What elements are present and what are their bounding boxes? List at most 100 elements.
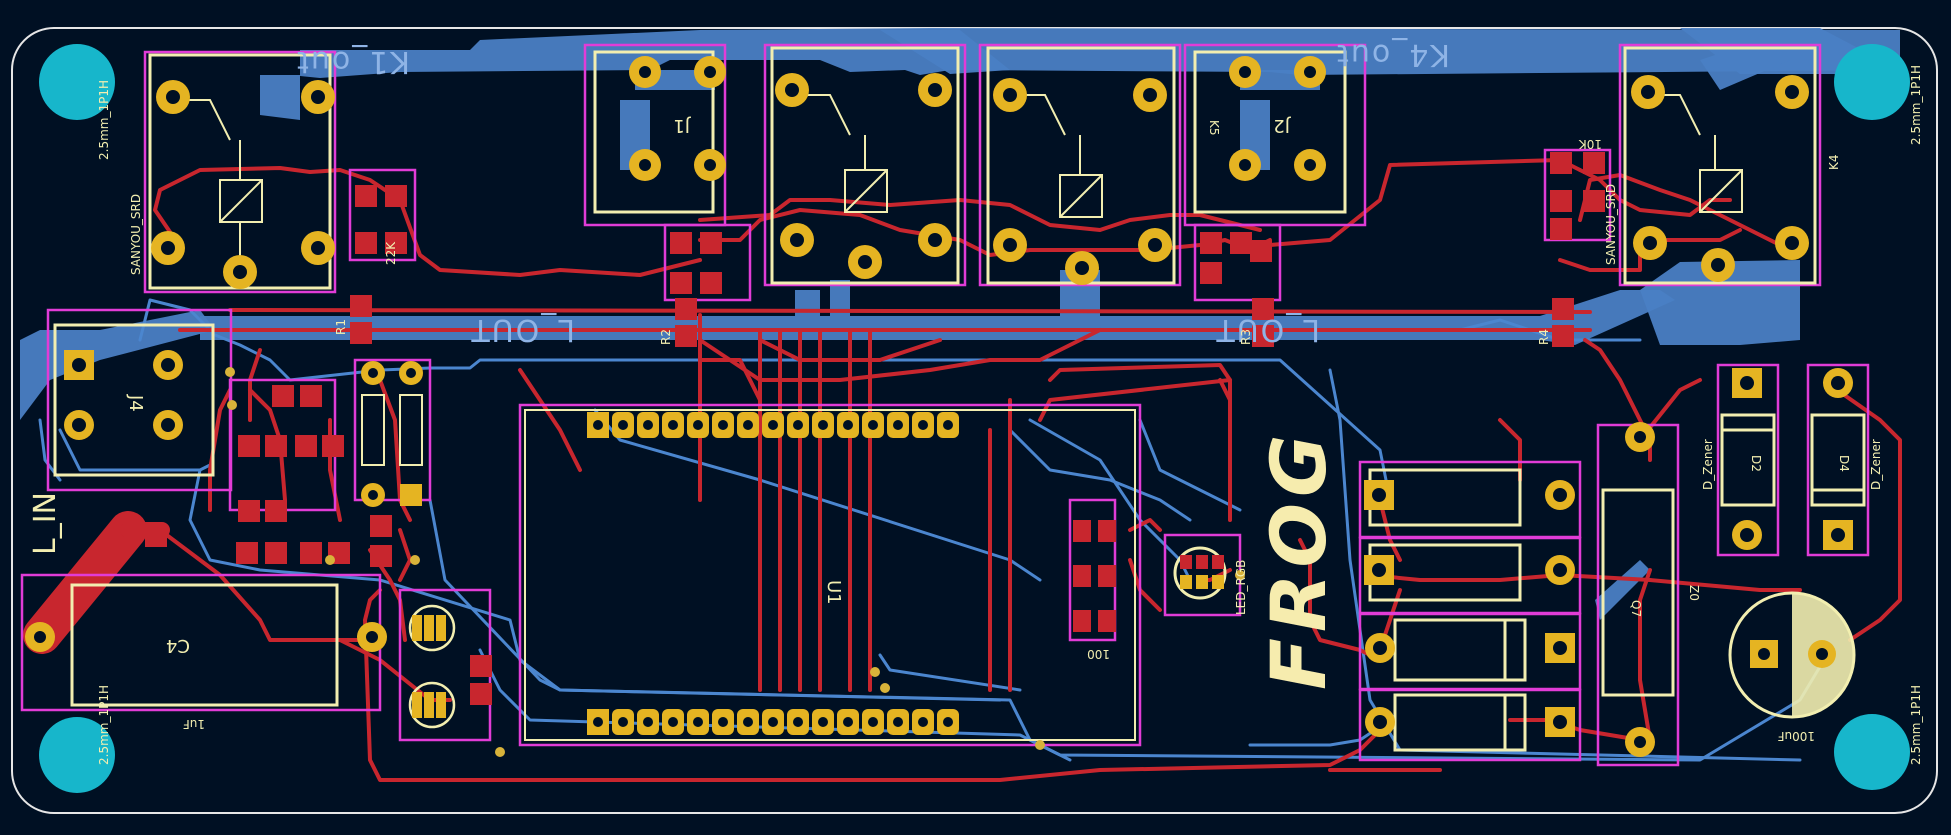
- courtyard-relay-3: [978, 43, 1182, 287]
- u1-top-pin-hole-15: [943, 420, 953, 430]
- mh-note-tl: 2.5mm_1P1H: [97, 80, 111, 160]
- courtyard-zener1: [1716, 363, 1780, 557]
- u1-bottom-pin-hole-8: [768, 717, 778, 727]
- u1-bottom-pin-hole-15: [943, 717, 953, 727]
- label-d4: D4: [1837, 455, 1851, 472]
- u1-top-pin-hole-4: [668, 420, 678, 430]
- u1-top-pin-hole-11: [843, 420, 853, 430]
- label-q7: Q7: [1629, 600, 1643, 617]
- u1-top-pin-hole-10: [818, 420, 828, 430]
- back-copper-layer: [20, 28, 1900, 620]
- label-c4: C4: [166, 635, 190, 656]
- label-cap2-value: 100uF: [1777, 729, 1815, 743]
- u1-outline: [524, 409, 1136, 741]
- d-lower2-body: [1393, 693, 1527, 752]
- frog-logo: FROG: [1254, 429, 1343, 690]
- courtyard-u1: [518, 403, 1142, 747]
- zener2-body: [1810, 413, 1866, 507]
- courtyard-small-r-far: [1543, 148, 1612, 242]
- label-r3: R3: [1239, 329, 1253, 345]
- label-r2: R2: [659, 329, 673, 345]
- board-outline: [11, 27, 1938, 814]
- courtyard-d-lower2: [1358, 688, 1582, 762]
- courtyard-zener2: [1806, 363, 1870, 557]
- mounting-holes: [39, 44, 1910, 793]
- label-relay-tr: SANYOU_SRD: [1604, 184, 1618, 265]
- label-100: 100: [1087, 647, 1110, 661]
- u1-bottom-pin-hole-2: [618, 717, 628, 727]
- label-zener1: D_Zener: [1701, 439, 1715, 490]
- mounting-hole-top-left: [39, 44, 115, 120]
- label-10k: 10K: [1578, 137, 1602, 151]
- led-outline: [1173, 546, 1227, 600]
- u1-top-pin-hole-14: [918, 420, 928, 430]
- u1-top-pin-hole-6: [718, 420, 728, 430]
- label-zener2: D_Zener: [1869, 439, 1883, 490]
- mounting-hole-bottom-right: [1834, 714, 1910, 790]
- u1-bottom-pin-hole-3: [643, 717, 653, 727]
- u1-bottom-pin-hole-10: [818, 717, 828, 727]
- label-k4-out: K4_out: [1335, 37, 1450, 72]
- label-l-out-left: L_OUT: [469, 312, 575, 347]
- u1-top-pin-hole-13: [893, 420, 903, 430]
- u1-pin-row-top: [587, 412, 959, 438]
- u1-bottom-pin-hole-1: [593, 717, 603, 727]
- mh-note-tr: 2.5mm_1P1H: [1909, 65, 1923, 145]
- u1-top-pin-hole-9: [793, 420, 803, 430]
- label-r1: R1: [334, 319, 348, 335]
- courtyard-relay-2: [763, 43, 967, 287]
- label-k1-out: K1_out: [295, 44, 410, 79]
- courtyard-j1: [583, 43, 727, 227]
- vias: [225, 367, 1245, 757]
- mh-note-br: 2.5mm_1P1H: [1909, 685, 1923, 765]
- c4-outline: [70, 583, 339, 707]
- courtyard-small-r-mid: [663, 223, 752, 302]
- u1-bottom-pin-hole-9: [793, 717, 803, 727]
- u1-top-pin-hole-5: [693, 420, 703, 430]
- u1-bottom-pin-hole-12: [868, 717, 878, 727]
- front-copper-traces: [153, 158, 1902, 782]
- courtyard-relay-1: [143, 50, 337, 294]
- courtyard-small-r-left: [348, 168, 417, 262]
- through-hole-pads: [25, 56, 1853, 757]
- smd-pads: [145, 152, 1605, 705]
- u1-bottom-pin-hole-11: [843, 717, 853, 727]
- mh-note-bl: 2.5mm_1P1H: [97, 685, 111, 765]
- j2-outline: [1193, 50, 1347, 214]
- label-l-out-right: L_OUT: [1214, 312, 1320, 347]
- relay-4-outline: [1623, 46, 1817, 285]
- label-d2: D2: [1749, 455, 1763, 472]
- label-relay-tl: SANYOU_SRD: [129, 194, 143, 275]
- courtyards: [20, 43, 1870, 767]
- u1-bottom-pin-hole-4: [668, 717, 678, 727]
- label-22k: 22K: [384, 241, 398, 265]
- label-l-in: L_IN: [28, 492, 63, 555]
- mounting-hole-top-right: [1834, 44, 1910, 120]
- labels: K1_out K4_out L_OUT L_OUT L_IN FROG 2.5m…: [28, 37, 1923, 765]
- u1-bottom-pin-hole-7: [743, 717, 753, 727]
- courtyard-resistors-vert: [353, 358, 432, 502]
- label-u1: U1: [823, 580, 844, 605]
- u1-bottom-pin-hole-14: [918, 717, 928, 727]
- u1-top-pin-hole-2: [618, 420, 628, 430]
- courtyard-relay-4: [1618, 43, 1822, 287]
- u1-top-pin-hole-1: [593, 420, 603, 430]
- label-z0: Z0: [1687, 585, 1701, 601]
- u1-top-pin-hole-8: [768, 420, 778, 430]
- mounting-hole-bottom-left: [39, 717, 115, 793]
- q7-body: [1601, 488, 1675, 697]
- d-lower1-body: [1393, 618, 1527, 682]
- u1-bottom-pin-hole-6: [718, 717, 728, 727]
- label-k5: K5: [1207, 120, 1221, 136]
- label-k4: K4: [1827, 154, 1841, 170]
- u1-top-pin-hole-3: [643, 420, 653, 430]
- label-j1: J1: [673, 115, 691, 136]
- j1-outline: [593, 50, 715, 214]
- courtyard-small-r-right: [1193, 223, 1282, 302]
- relay-2-outline: [770, 46, 960, 285]
- label-j2: J2: [1273, 115, 1291, 136]
- u1-bottom-pin-hole-13: [893, 717, 903, 727]
- label-led: LED_RGB: [1234, 560, 1248, 615]
- label-j4: J4: [125, 394, 146, 412]
- u1-bottom-pin-hole-5: [693, 717, 703, 727]
